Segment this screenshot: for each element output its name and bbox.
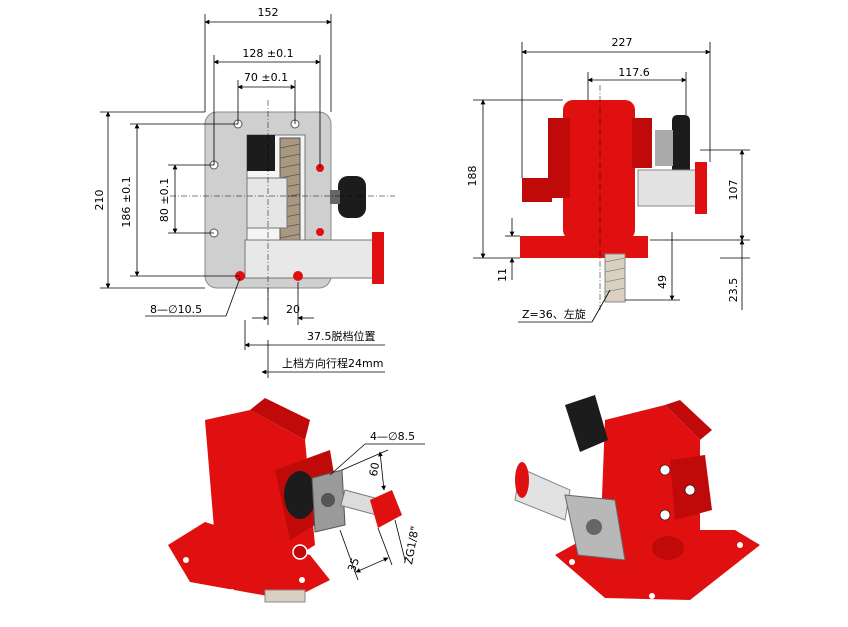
iso-right-boss [652, 536, 684, 560]
knob-stem [330, 190, 340, 204]
side-cylinder [637, 169, 701, 207]
side-base [520, 236, 648, 258]
dim-227: 227 [612, 36, 633, 49]
iso-left-gear [264, 589, 306, 603]
iso-left-fitting [370, 490, 402, 528]
iso-right-housing [600, 405, 700, 580]
dim-11: 11 [496, 268, 509, 282]
mount-hole-red [316, 228, 324, 236]
cylinder-flange-red [372, 232, 384, 284]
dim-188: 188 [466, 166, 479, 187]
mount-hole-red [293, 271, 303, 281]
dim-152: 152 [258, 6, 279, 19]
dim-128: 128 ±0.1 [242, 47, 293, 60]
iso-left-base [168, 522, 330, 600]
dim-210: 210 [93, 190, 106, 211]
side-boss-left [522, 178, 552, 202]
iso-left-housing [205, 410, 315, 570]
iso-view-right [514, 395, 760, 600]
iso-left-top [250, 398, 310, 440]
dim-20: 20 [286, 303, 300, 316]
shaft-cylinder [246, 177, 288, 229]
dim-107: 107 [727, 180, 740, 201]
side-view: 227 117.6 188 11 107 49 23.5 Z=36、左旋 [466, 36, 750, 323]
note-travel: 上档方向行程24mm [282, 356, 383, 370]
side-housing [563, 100, 635, 240]
side-cylinder-cap [695, 162, 707, 214]
side-housing-left [548, 118, 570, 198]
dim-70: 70 ±0.1 [244, 71, 288, 84]
side-cover-right [632, 118, 652, 168]
dim-49: 49 [656, 275, 669, 289]
bracket-block [247, 135, 275, 171]
iso-right-plate-bore [586, 519, 602, 535]
dim-80: 80 ±0.1 [158, 178, 171, 222]
iso-left-plug [292, 544, 308, 560]
iso-right-top [665, 400, 712, 440]
side-connector [655, 130, 673, 166]
iso-left-ring [284, 471, 316, 519]
iso-right-cylinder-cap [515, 462, 529, 498]
note-neutral: 37.5脱档位置 [307, 329, 376, 343]
pneumatic-cylinder [244, 239, 376, 279]
note-flange-holes: 4—∅8.5 [370, 430, 415, 443]
dim-23-5: 23.5 [727, 278, 740, 303]
front-view: 152 128 ±0.1 70 ±0.1 210 186 ±0.1 80 ±0.… [93, 6, 395, 378]
dim-117-6: 117.6 [618, 66, 650, 79]
note-holes: 8—∅10.5 [150, 303, 202, 316]
note-thread: ZG1/8" [402, 525, 422, 565]
dim-186: 186 ±0.1 [120, 176, 133, 227]
iso-left-flange-bore [321, 493, 335, 507]
note-gear: Z=36、左旋 [522, 307, 586, 321]
side-black-flange [672, 115, 690, 181]
dim-60: 60 [367, 461, 382, 477]
iso-right-black-flange [565, 395, 608, 452]
dim-35: 35 [345, 556, 362, 574]
knob-right [338, 176, 366, 218]
iso-view-left: 4—∅8.5 60 35 ZG1/8" [168, 398, 425, 603]
